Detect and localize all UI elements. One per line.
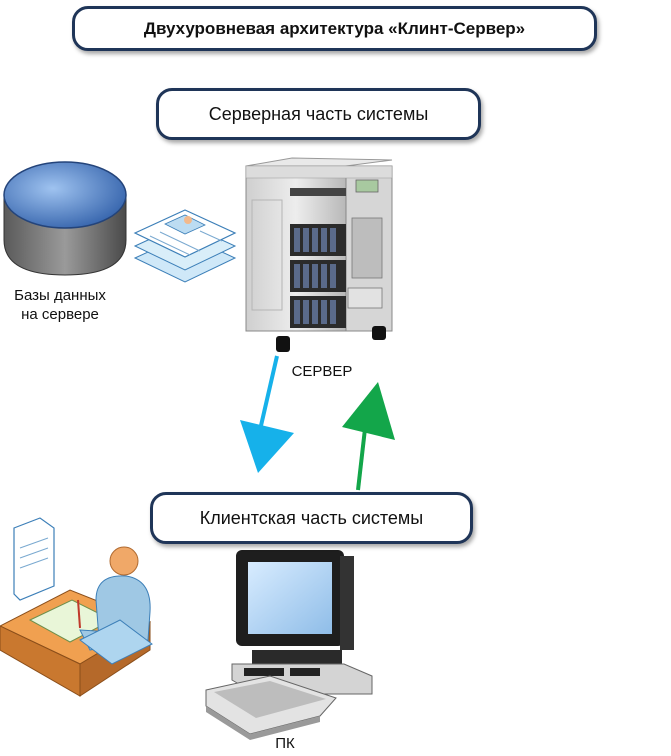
database-caption-line1: Базы данных bbox=[14, 287, 106, 304]
database-icon bbox=[3, 161, 127, 276]
database-caption-line2: на сервере bbox=[21, 306, 99, 323]
server-drive-bays bbox=[294, 228, 336, 324]
arrow-down-icon bbox=[240, 355, 294, 473]
pc-caption: ПК bbox=[275, 735, 295, 752]
pc-icon bbox=[205, 550, 373, 740]
database-caption: Базы данных на сервере bbox=[0, 286, 120, 324]
user-at-desk-icon bbox=[0, 517, 153, 697]
server-icon bbox=[245, 157, 393, 352]
server-part-box: Серверная часть системы bbox=[156, 88, 481, 140]
arrow-up-icon bbox=[342, 382, 395, 491]
documents-icon bbox=[133, 209, 237, 283]
diagram-title: Двухуровневая архитектура «Клинт-Сервер» bbox=[72, 6, 597, 51]
client-part-box: Клиентская часть системы bbox=[150, 492, 473, 544]
server-caption: СЕРВЕР bbox=[291, 363, 353, 380]
